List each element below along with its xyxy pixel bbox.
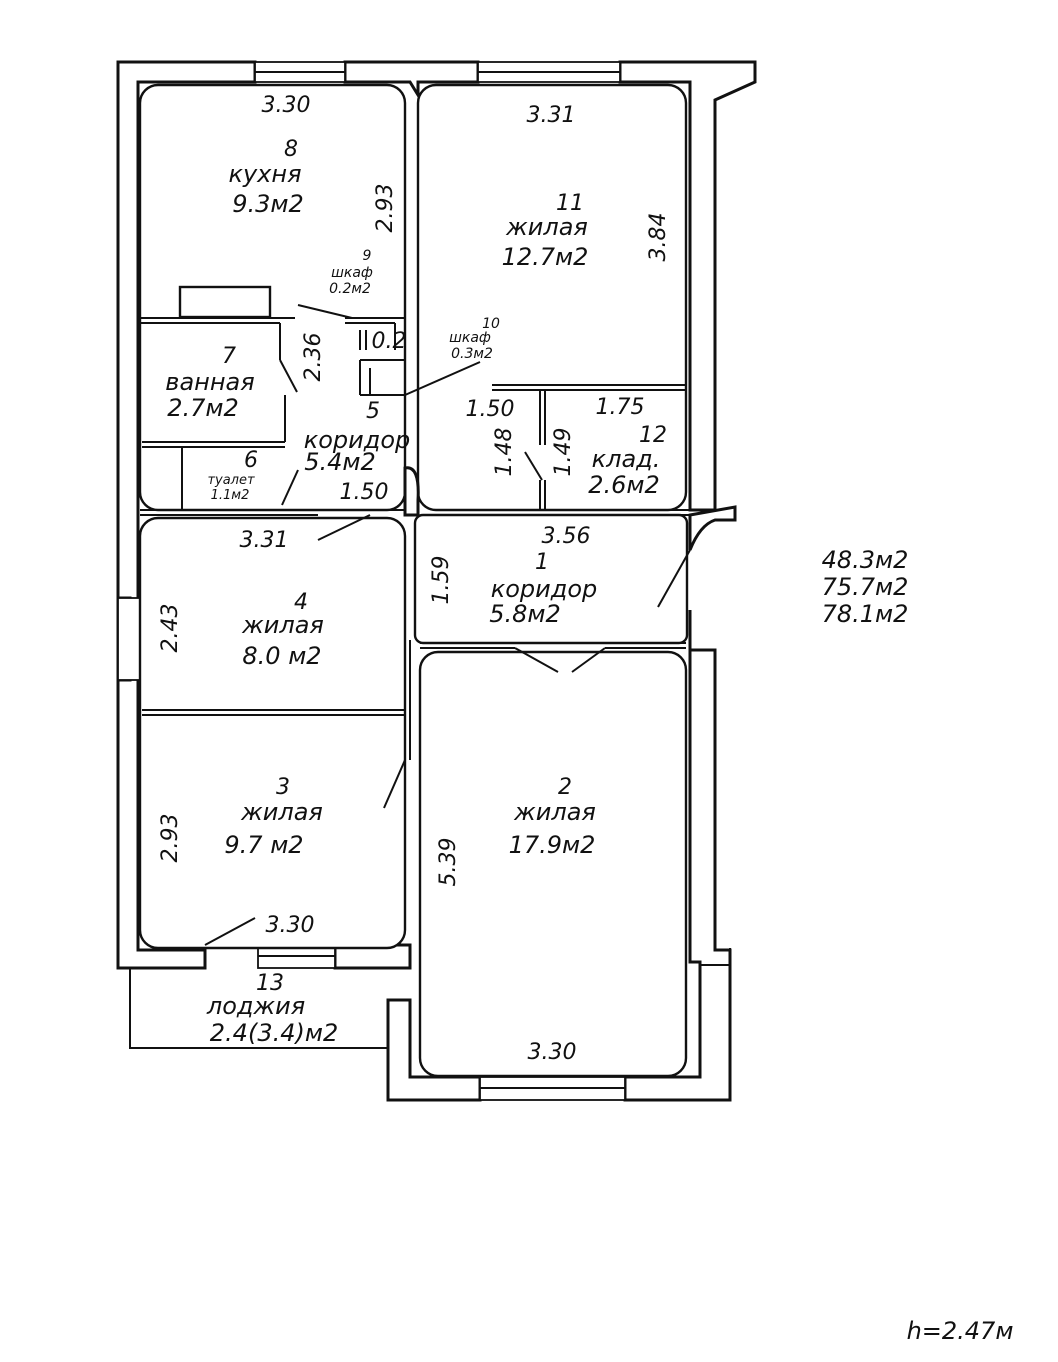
room-7-area: 2.7м2 <box>167 394 239 422</box>
dim-room3-height: 2.93 <box>158 814 183 863</box>
room-11-name: жилая <box>505 213 588 241</box>
room-4-number: 4 <box>294 590 308 615</box>
room-13-area: 2.4(3.4)м2 <box>210 1019 338 1047</box>
room-8-name: кухня <box>228 160 301 188</box>
dim-room4-width: 3.31 <box>240 528 289 553</box>
dim-pantry-height: 1.49 <box>551 428 576 477</box>
area-totals: 48.3м2 75.7м2 78.1м2 <box>822 546 909 628</box>
room-1-number: 1 <box>535 550 549 575</box>
room-labels: 8 кухня 9.3м2 11 жилая 12.7м2 9 шкаф 0.2… <box>165 137 667 1047</box>
room-2-number: 2 <box>558 775 572 800</box>
door-room3 <box>383 759 406 809</box>
dim-bath-height: 2.36 <box>301 333 326 382</box>
room-5-number: 5 <box>366 399 380 424</box>
dim-room3-width: 3.30 <box>266 913 315 938</box>
room-6-number: 6 <box>244 448 258 473</box>
room-10-name: шкаф <box>449 330 491 346</box>
room-13-number: 13 <box>256 971 284 996</box>
room-13-name: лоджия <box>206 992 305 1020</box>
dim-room11-width: 3.31 <box>527 103 576 128</box>
door-pantry <box>524 451 543 481</box>
room-2-area: 17.9м2 <box>509 831 596 859</box>
room-4-name: жилая <box>241 611 324 639</box>
room-12-area: 2.6м2 <box>588 471 660 499</box>
total-area: 75.7м2 <box>822 573 909 601</box>
room-6-area: 1.1м2 <box>211 488 250 503</box>
dim-room4-height: 2.43 <box>158 604 183 653</box>
room-4-area: 8.0 м2 <box>242 642 321 670</box>
room-10-number: 10 <box>482 316 500 332</box>
room-11-number: 11 <box>556 191 584 216</box>
dim-passage-height: 1.48 <box>492 428 517 477</box>
total-living-area: 48.3м2 <box>822 546 909 574</box>
room-12-name: клад. <box>592 445 661 473</box>
windows <box>117 61 626 1101</box>
room-1-area: 5.8м2 <box>489 600 561 628</box>
room-7-name: ванная <box>165 368 254 396</box>
dim-room2-height: 5.39 <box>436 838 461 887</box>
door-entry <box>657 549 691 608</box>
dim-hall1-width: 3.56 <box>542 524 591 549</box>
door-room3-balcony <box>204 917 256 946</box>
door-toilet <box>281 469 299 506</box>
room-10-area: 0.3м2 <box>451 346 493 362</box>
room-8-area: 9.3м2 <box>232 190 304 218</box>
door-room2-right <box>571 647 606 673</box>
dim-hall5-top: 1.50 <box>466 397 515 422</box>
partitions <box>129 285 731 1049</box>
room-2 <box>418 650 688 1078</box>
ceiling-height: h=2.47м <box>907 1317 1014 1345</box>
room-3-area: 9.7 м2 <box>224 831 303 859</box>
dimension-labels: 3.30 3.31 2.93 3.84 2.36 0.2 1.50 1.75 1… <box>158 93 671 1065</box>
total-area-with-loggia: 78.1м2 <box>822 600 909 628</box>
dim-kitchen-height: 2.93 <box>373 184 398 233</box>
door-room11 <box>404 361 481 396</box>
door-room2-left <box>514 647 559 673</box>
room-2-name: жилая <box>513 798 596 826</box>
dim-cupboard9: 0.2 <box>372 329 407 354</box>
dim-pantry-width: 1.75 <box>596 395 645 420</box>
door-hall <box>317 514 371 541</box>
room-12-number: 12 <box>639 423 667 448</box>
door-bath <box>279 359 298 393</box>
room-6-name: туалет <box>207 473 255 488</box>
dim-room2-width: 3.30 <box>528 1040 577 1065</box>
room-8-number: 8 <box>284 137 298 162</box>
dim-hall1-height: 1.59 <box>429 556 454 605</box>
door-kitchen <box>297 304 353 319</box>
room-9-name: шкаф <box>331 265 373 281</box>
dim-hall5-bottom: 1.50 <box>340 480 389 505</box>
dim-kitchen-width: 3.30 <box>262 93 311 118</box>
window-room4 <box>117 597 141 681</box>
dim-room11-height: 3.84 <box>646 213 671 262</box>
room-9-area: 0.2м2 <box>329 281 371 297</box>
room-3-name: жилая <box>240 798 323 826</box>
room-1-name: коридор <box>491 575 598 603</box>
room-5-area: 5.4м2 <box>304 448 376 476</box>
room-11-area: 12.7м2 <box>502 243 589 271</box>
room-9-number: 9 <box>363 248 372 264</box>
room-outlines <box>138 83 689 1078</box>
room-7-number: 7 <box>222 344 236 369</box>
room-3-number: 3 <box>276 775 290 800</box>
room-5-name: коридор <box>304 426 411 454</box>
room-4-3 <box>138 516 407 950</box>
doors <box>204 304 737 946</box>
